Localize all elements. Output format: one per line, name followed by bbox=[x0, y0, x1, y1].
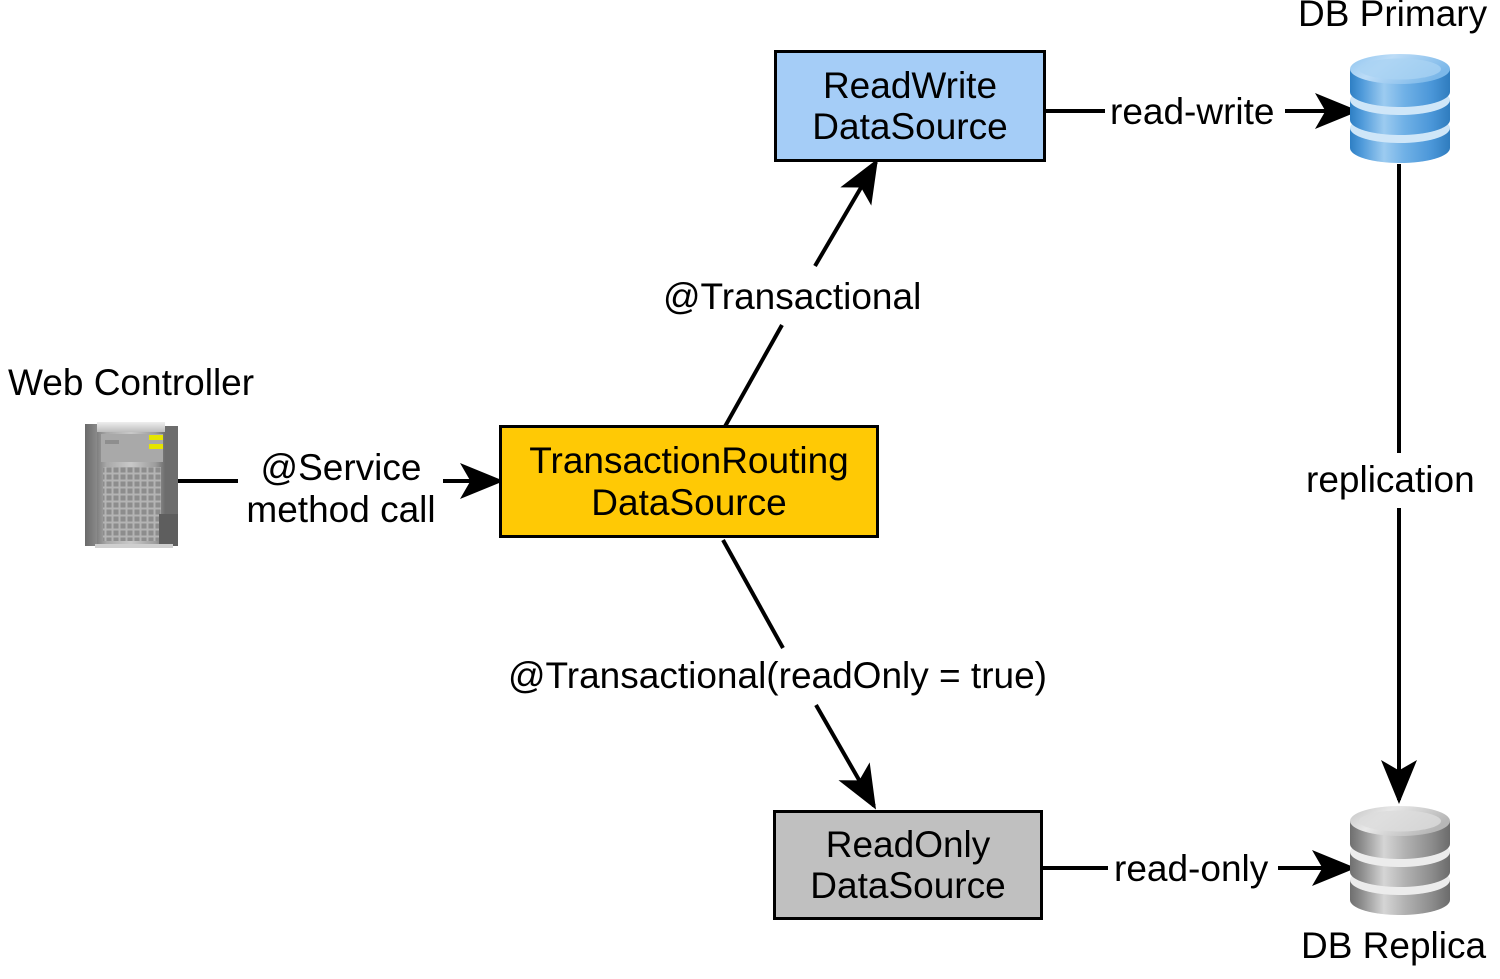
edge-routing-to-transactional-label bbox=[721, 324, 784, 431]
edge-label-service-method-call: @Service method call bbox=[243, 447, 439, 531]
edge-label-replication: replication bbox=[1306, 459, 1475, 500]
edge-routing-to-transactional-readonly-label bbox=[721, 539, 785, 649]
service-annotation-text: @Service bbox=[260, 447, 422, 488]
node-transaction-routing-datasource[interactable]: TransactionRouting DataSource bbox=[499, 425, 879, 538]
routing-datasource-line2: DataSource bbox=[591, 481, 787, 523]
edge-transactional-to-readwrite bbox=[813, 158, 879, 268]
readonly-datasource-line2: DataSource bbox=[810, 865, 1006, 906]
readwrite-datasource-line2: DataSource bbox=[812, 106, 1008, 147]
db-replica-label: DB Replica bbox=[1301, 925, 1487, 966]
edge-label-read-only: read-only bbox=[1114, 848, 1269, 889]
database-cylinder-icon-replica bbox=[1348, 800, 1452, 918]
edge-label-read-write: read-write bbox=[1110, 91, 1275, 132]
edge-label-transactional-readonly: @Transactional(readOnly = true) bbox=[508, 655, 1047, 696]
database-cylinder-icon-primary bbox=[1348, 48, 1452, 166]
readonly-datasource-line1: ReadOnly bbox=[825, 823, 991, 865]
server-tower-icon bbox=[85, 418, 180, 548]
edge-transactional-readonly-to-readonly bbox=[814, 704, 876, 810]
node-readonly-datasource[interactable]: ReadOnly DataSource bbox=[773, 810, 1043, 920]
node-readwrite-datasource[interactable]: ReadWrite DataSource bbox=[774, 50, 1046, 162]
method-call-text: method call bbox=[246, 488, 436, 530]
edge-label-transactional: @Transactional bbox=[663, 276, 922, 317]
db-primary-label: DB Primary bbox=[1298, 0, 1488, 34]
routing-datasource-line1: TransactionRouting bbox=[529, 440, 849, 482]
readwrite-datasource-line1: ReadWrite bbox=[822, 64, 998, 106]
web-controller-label: Web Controller bbox=[8, 362, 255, 403]
